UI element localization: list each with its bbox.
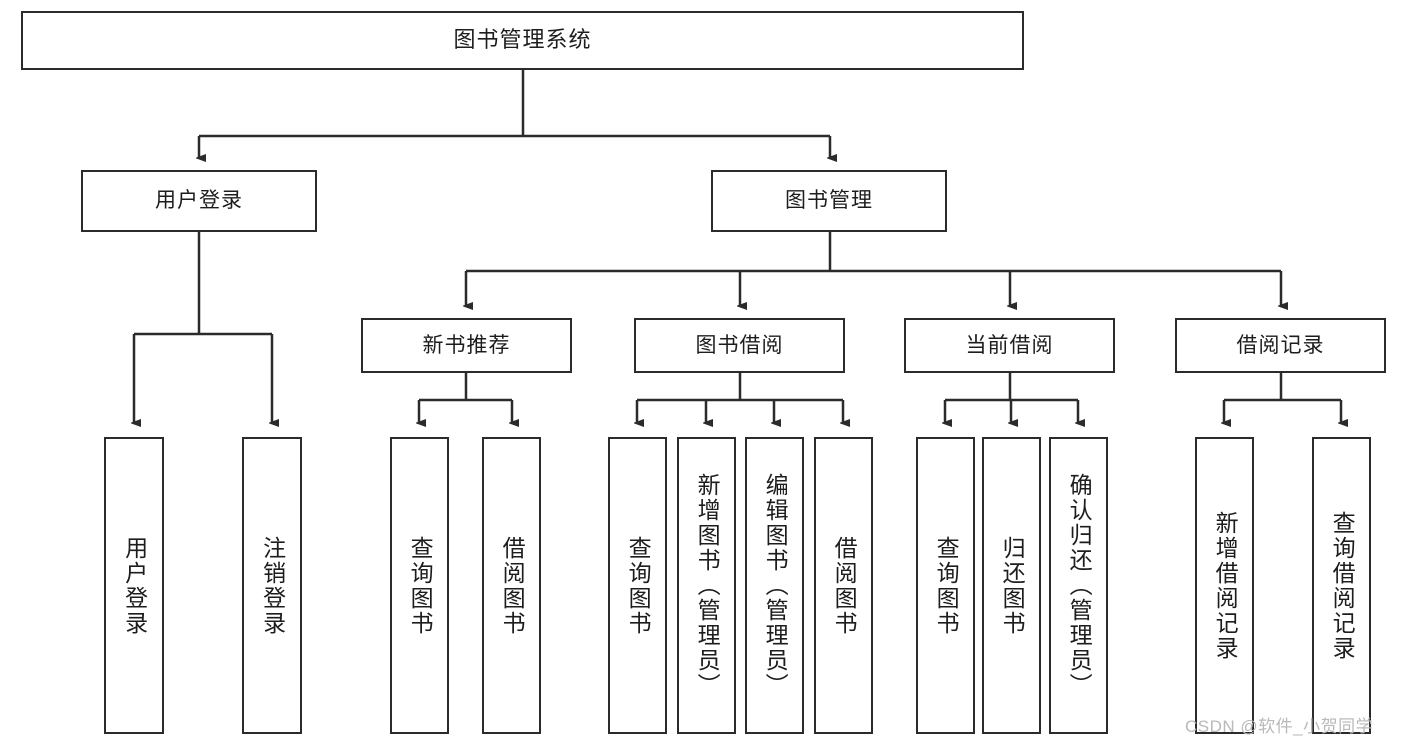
node-label: 图书管理系统 xyxy=(453,27,592,53)
leaf-return-book[interactable]: 归还图书 xyxy=(982,437,1041,734)
node-label: 图书借阅 xyxy=(695,333,784,357)
node-label: 用户登录 xyxy=(155,189,243,213)
leaf-add-borrow-record[interactable]: 新增借阅记录 xyxy=(1195,437,1254,734)
leaf-label: 归还图书 xyxy=(999,535,1026,636)
node-book-borrow[interactable]: 图书借阅 xyxy=(634,318,845,373)
leaf-label: 新增借阅记录 xyxy=(1212,510,1239,661)
node-root-book-management-system[interactable]: 图书管理系统 xyxy=(21,11,1024,70)
node-label: 当前借阅 xyxy=(965,333,1054,357)
node-user-login[interactable]: 用户登录 xyxy=(81,170,317,232)
leaf-query-book-current[interactable]: 查询图书 xyxy=(916,437,975,734)
leaf-label: 查询借阅记录 xyxy=(1329,510,1356,661)
leaf-label: 借阅图书 xyxy=(831,535,858,636)
leaf-label: 查询图书 xyxy=(625,535,652,636)
leaf-label: 新增图书（管理员） xyxy=(694,473,721,698)
node-label: 新书推荐 xyxy=(422,333,511,357)
leaf-label: 查询图书 xyxy=(407,535,434,636)
node-new-book-recommend[interactable]: 新书推荐 xyxy=(361,318,572,373)
leaf-confirm-return-admin[interactable]: 确认归还（管理员） xyxy=(1049,437,1108,734)
node-current-borrow[interactable]: 当前借阅 xyxy=(904,318,1115,373)
leaf-label: 注销登录 xyxy=(259,535,286,636)
watermark: CSDN @软件_小贺同学 xyxy=(1185,717,1374,736)
leaf-query-book-recommend[interactable]: 查询图书 xyxy=(390,437,449,734)
leaf-label: 用户登录 xyxy=(121,535,148,636)
leaf-user-logout[interactable]: 注销登录 xyxy=(242,437,302,734)
leaf-label: 借阅图书 xyxy=(499,535,526,636)
leaf-edit-book-admin[interactable]: 编辑图书（管理员） xyxy=(745,437,804,734)
leaf-add-book-admin[interactable]: 新增图书（管理员） xyxy=(677,437,736,734)
leaf-borrow-book-recommend[interactable]: 借阅图书 xyxy=(482,437,541,734)
node-label: 图书管理 xyxy=(785,189,873,213)
node-label: 借阅记录 xyxy=(1236,333,1325,357)
leaf-label: 查询图书 xyxy=(933,535,960,636)
node-book-management[interactable]: 图书管理 xyxy=(711,170,947,232)
leaf-query-book-borrow[interactable]: 查询图书 xyxy=(608,437,667,734)
leaf-borrow-book[interactable]: 借阅图书 xyxy=(814,437,873,734)
leaf-query-borrow-record[interactable]: 查询借阅记录 xyxy=(1312,437,1371,734)
leaf-label: 编辑图书（管理员） xyxy=(762,473,789,698)
leaf-user-login[interactable]: 用户登录 xyxy=(104,437,164,734)
node-borrow-record[interactable]: 借阅记录 xyxy=(1175,318,1386,373)
leaf-label: 确认归还（管理员） xyxy=(1066,473,1093,698)
